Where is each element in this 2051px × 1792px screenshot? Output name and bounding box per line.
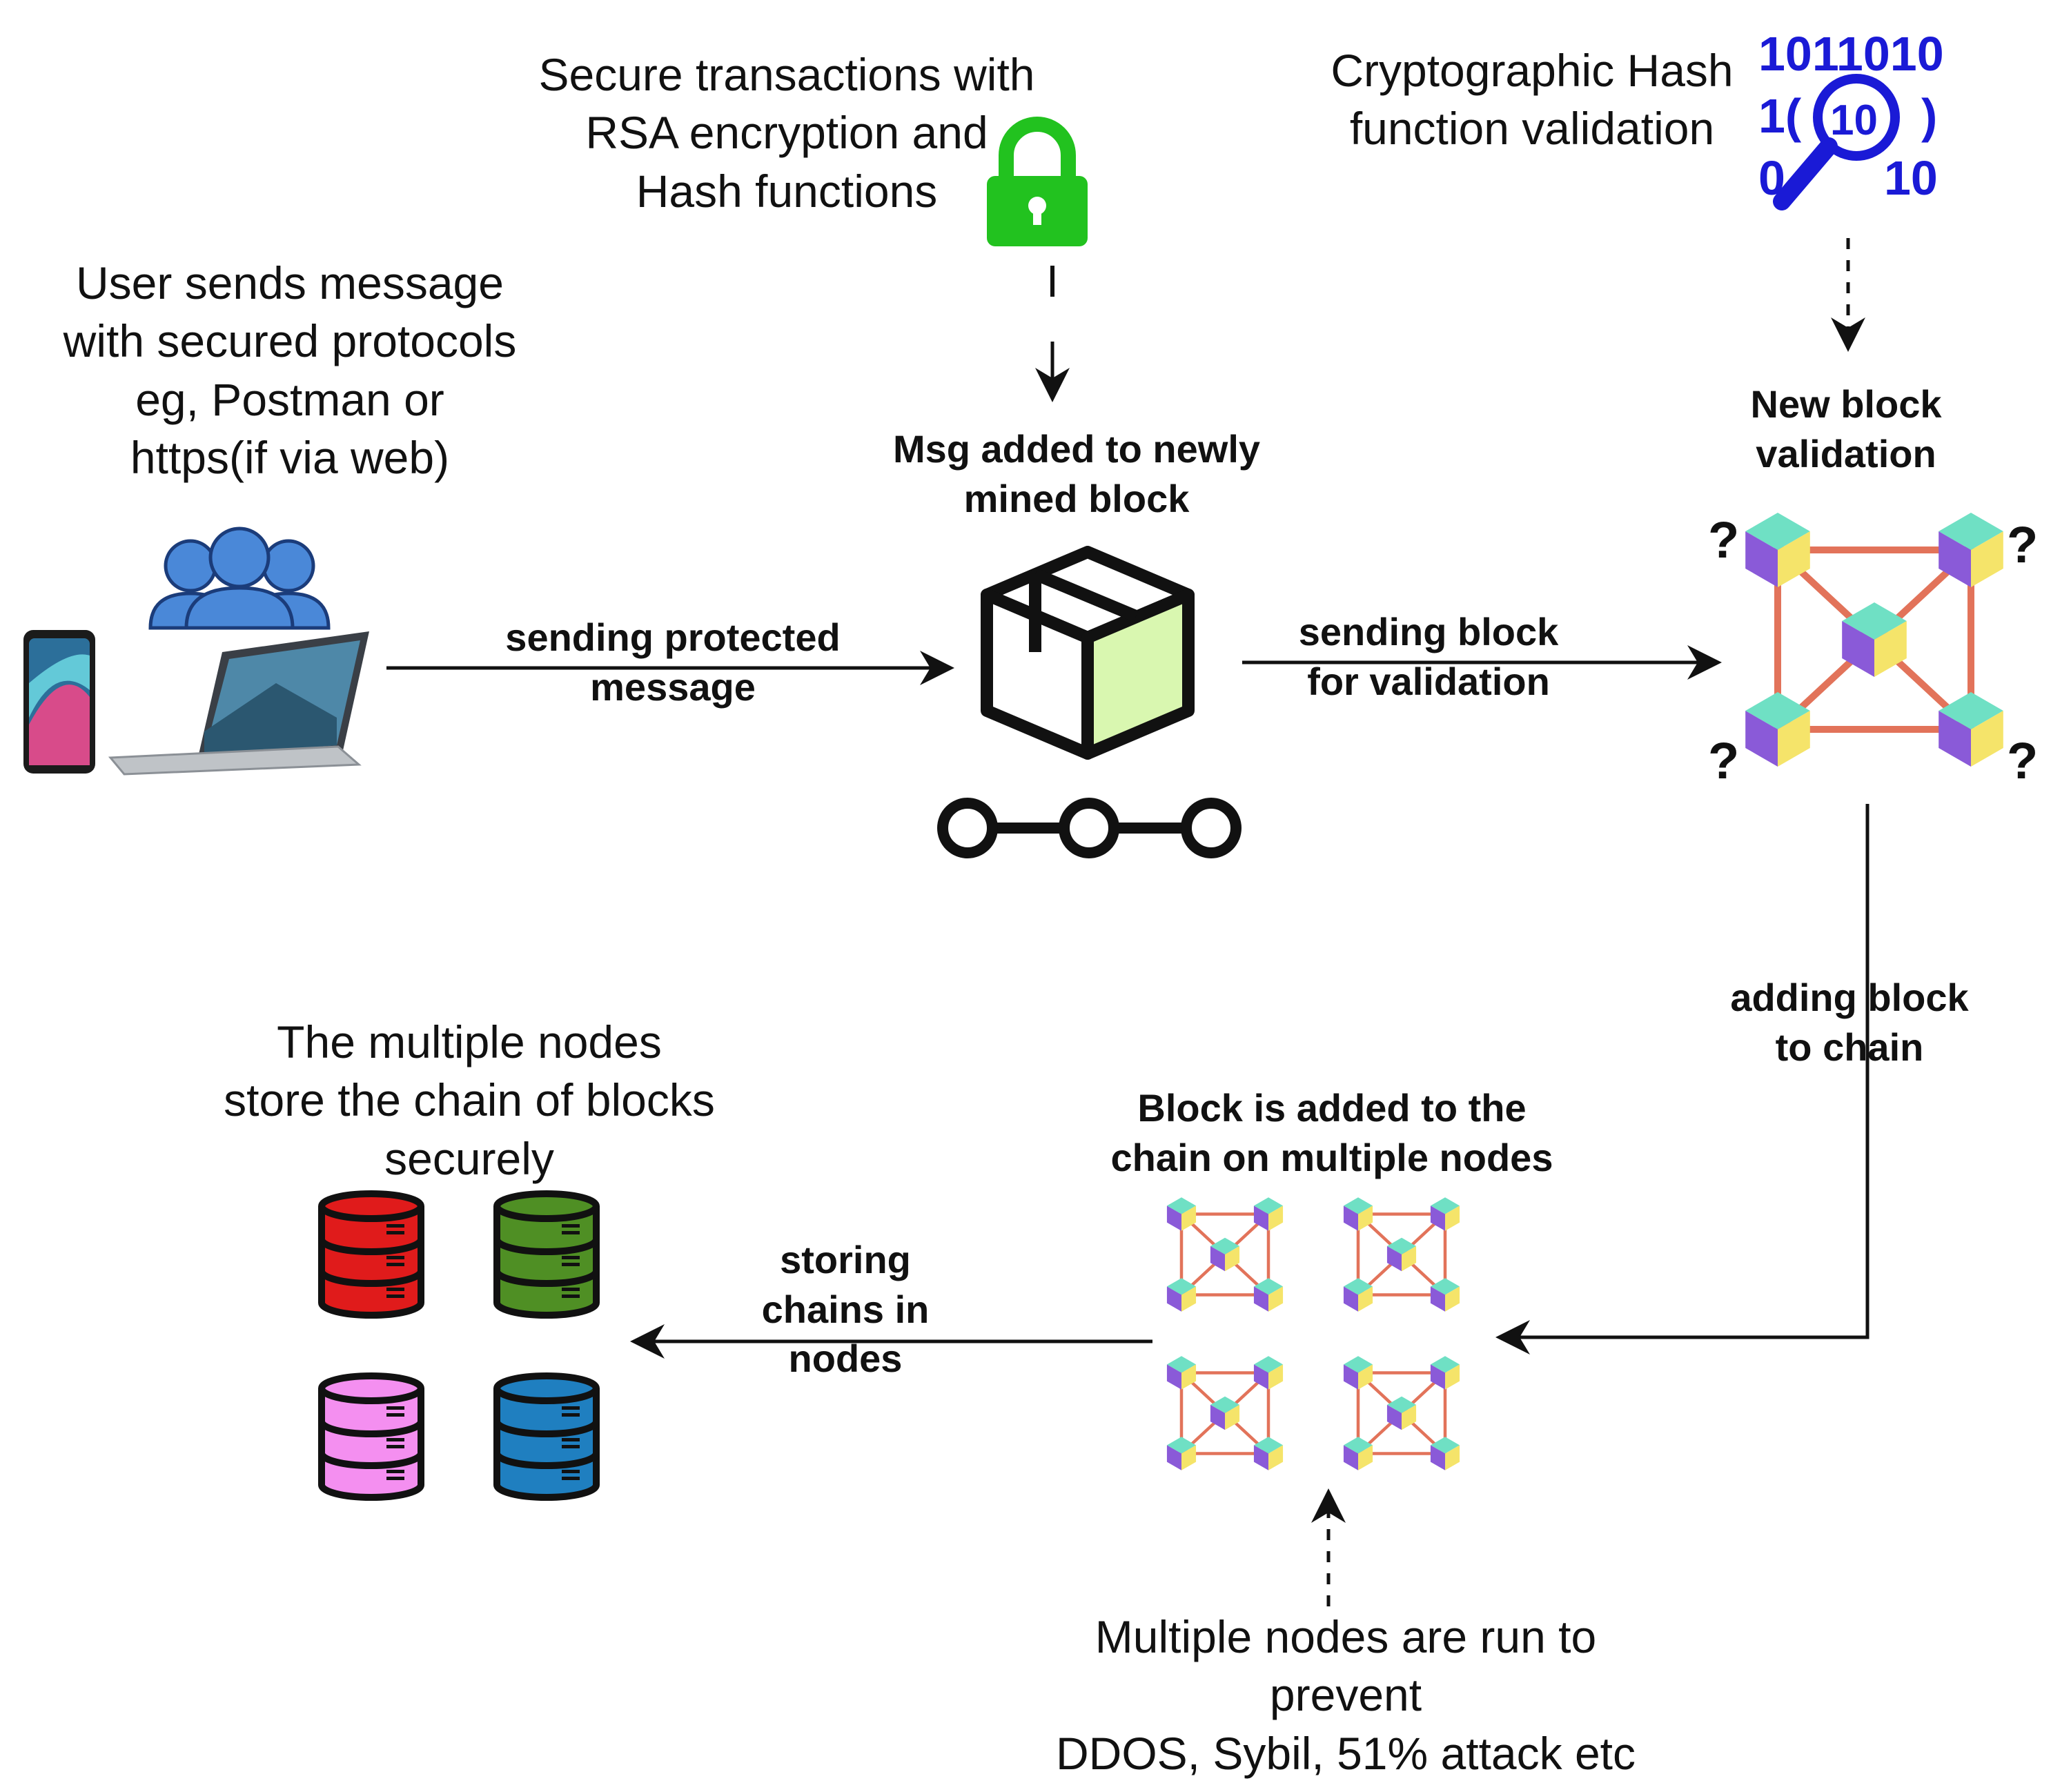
crypto-hash-annotation: Cryptographic Hash function validation	[1331, 45, 1734, 155]
svg-text:?: ?	[1708, 511, 1739, 569]
svg-text:?: ?	[1708, 732, 1739, 789]
node-network-icon	[1344, 1356, 1460, 1470]
database-icon-blue	[497, 1376, 596, 1497]
svg-text:?: ?	[2007, 516, 2038, 573]
node-network-icon	[1167, 1197, 1283, 1312]
lock-icon	[987, 117, 1088, 246]
database-icon-pink	[322, 1376, 421, 1497]
node-network-icon	[1167, 1356, 1283, 1470]
svg-text:10: 10	[1830, 97, 1878, 144]
database-icon-green	[497, 1194, 596, 1315]
phone-icon	[23, 630, 95, 774]
prevent-attacks-annotation: Multiple nodes are run to prevent DDOS, …	[1056, 1611, 1636, 1779]
secure-transactions-annotation: Secure transactions with RSA encryption …	[538, 49, 1035, 217]
edge-label-sending-block: sending block for validation	[1298, 610, 1559, 703]
chain-nodes-icon	[937, 798, 1242, 858]
svg-text:1(: 1(	[1758, 89, 1802, 143]
svg-text:?: ?	[2007, 732, 2038, 789]
multiple-nodes-store-annotation: The multiple nodes store the chain of bl…	[224, 1016, 715, 1184]
svg-text:10: 10	[1884, 151, 1938, 205]
edge-label-storing-chains: storing chains in nodes	[761, 1238, 930, 1381]
edge-label-adding-block: adding block to chain	[1730, 976, 1969, 1069]
node-network-icon	[1344, 1197, 1460, 1312]
database-icon-red	[322, 1194, 421, 1315]
validation-network-icon	[1745, 513, 2003, 767]
user-sends-annotation: User sends message with secured protocol…	[63, 257, 517, 484]
users-icon	[148, 526, 331, 630]
block-added-label: Block is added to the chain on multiple …	[1110, 1086, 1553, 1179]
laptop-icon	[108, 631, 369, 776]
binary-search-icon: 1011010 1( ) 0 10 10	[1758, 27, 1944, 210]
block-box-icon	[981, 546, 1195, 760]
arrow-adding-block	[1495, 804, 1870, 1355]
svg-text:): )	[1921, 89, 1937, 143]
edge-label-sending-protected: sending protected message	[505, 616, 841, 709]
msg-added-label: Msg added to newly mined block	[892, 427, 1261, 520]
svg-text:1011010: 1011010	[1758, 27, 1944, 81]
question-marks: ? ? ? ?	[1708, 511, 2038, 789]
new-block-validation-label: New block validation	[1750, 382, 1942, 475]
